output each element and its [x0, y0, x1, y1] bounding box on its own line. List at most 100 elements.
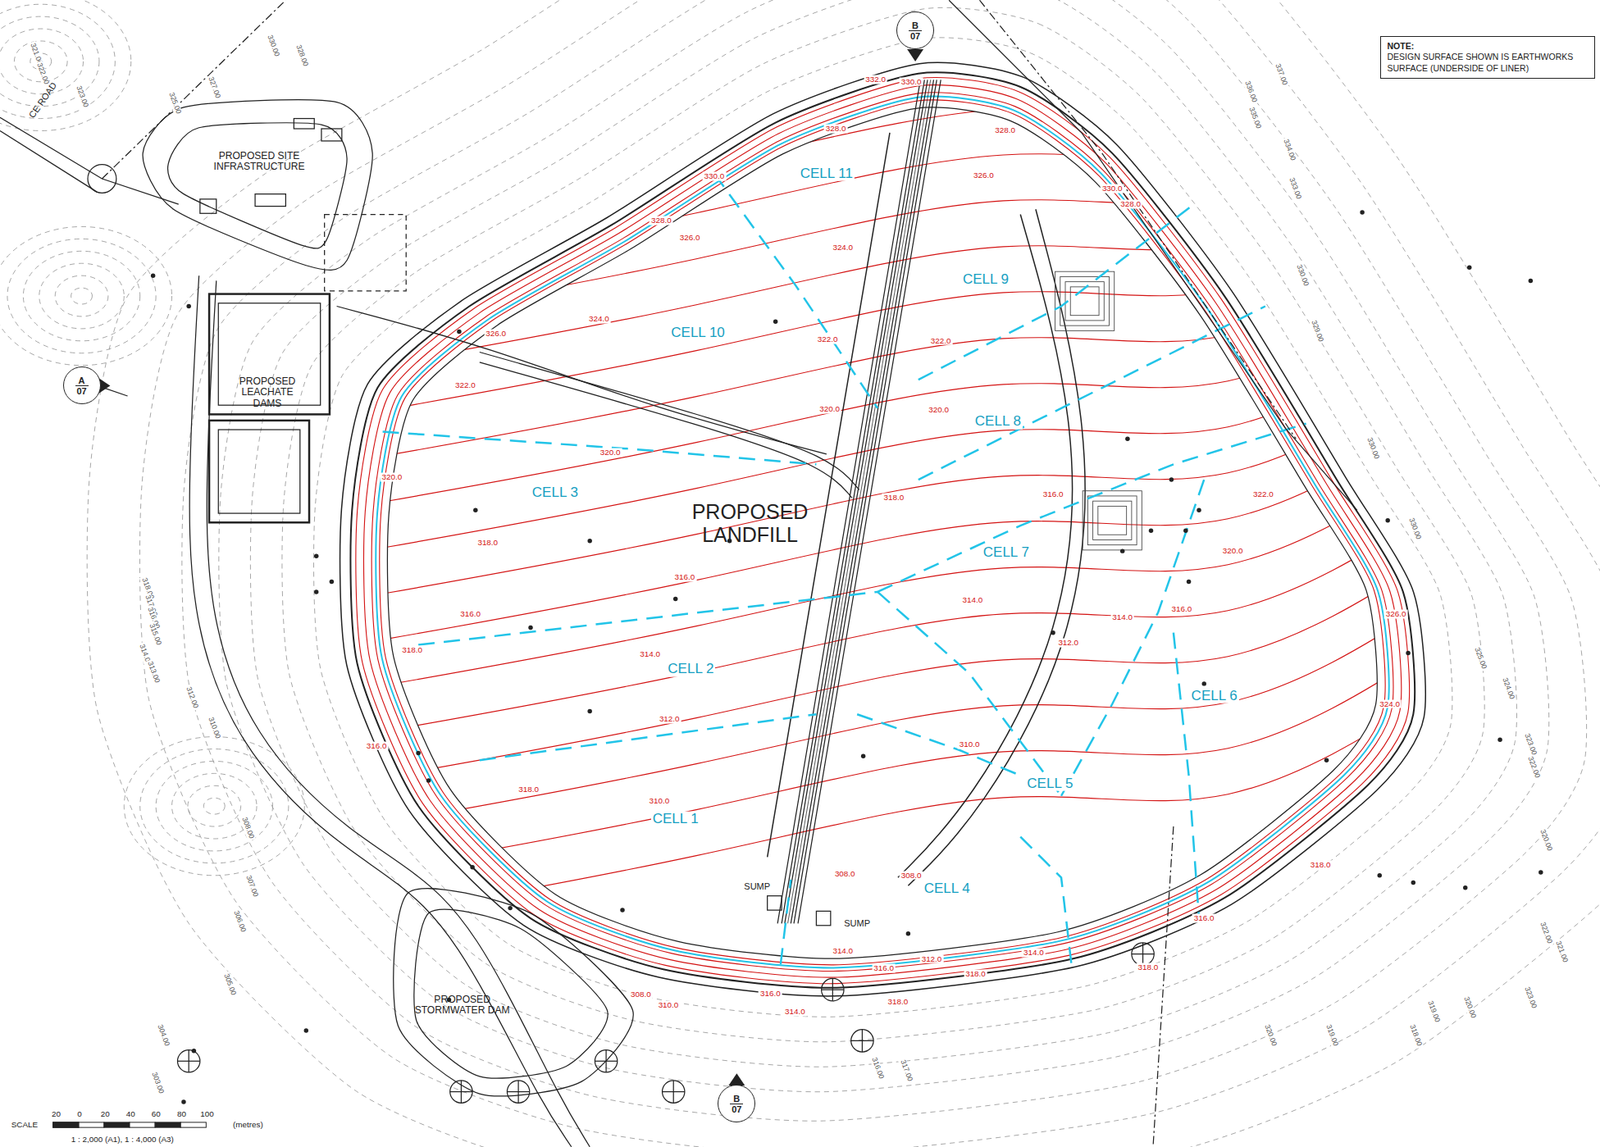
- cell-boundary: [382, 432, 817, 465]
- existing-contour: [313, 37, 1452, 1017]
- line-work: [188, 1050, 190, 1073]
- line-work: [479, 362, 853, 498]
- line-work: [1082, 491, 1142, 551]
- note-box: NOTE:DESIGN SURFACE SHOWN IS EARTHWORKS …: [1380, 36, 1596, 80]
- cell-boundary: [418, 592, 878, 646]
- existing-contour: [187, 785, 242, 827]
- design-contour-label: 324.0: [830, 243, 855, 253]
- line-work: [314, 589, 319, 594]
- design-contour-label: 318.0: [882, 493, 907, 503]
- cell-boundary: [1173, 633, 1199, 919]
- existing-contour-label: 306.00: [232, 907, 249, 935]
- line-work: [1093, 501, 1132, 540]
- line-work: [53, 1122, 79, 1128]
- line-work: [473, 508, 478, 513]
- cell-boundary: [1020, 837, 1072, 966]
- design-contours: [305, 0, 1450, 930]
- line-work: [1196, 508, 1201, 513]
- line-work: [340, 62, 1427, 997]
- existing-contour-label: 310.00: [205, 715, 223, 742]
- line-work: [1050, 630, 1055, 635]
- scale-text: 0: [77, 1109, 83, 1119]
- scale-text: (metres): [232, 1121, 264, 1131]
- line-work: [1463, 885, 1468, 890]
- existing-contour: [86, 0, 1600, 1147]
- scale-bar: [53, 1122, 207, 1128]
- existing-contour-label: 321.00: [1553, 939, 1570, 966]
- line-work: [379, 100, 1386, 966]
- existing-contour: [139, 0, 1600, 1147]
- existing-contour-label: 320.00: [1262, 1022, 1279, 1049]
- existing-contour: [22, 250, 140, 341]
- design-contour-label: 312.0: [657, 715, 682, 725]
- line-work: [788, 79, 931, 924]
- existing-contour: [0, 4, 115, 119]
- existing-contour-label: 319.00: [1323, 1022, 1341, 1049]
- note-text: NOTE:: [1386, 41, 1589, 53]
- cell-label: CELL 9: [961, 272, 1011, 288]
- line-work: [209, 294, 330, 415]
- existing-contour-label: 315.00: [146, 621, 164, 648]
- line-work: [728, 1073, 745, 1086]
- line-work: [97, 386, 128, 397]
- existing-contour-label: 324.00: [1499, 675, 1517, 702]
- design-contour-label: 330.0: [1100, 184, 1125, 194]
- existing-contour: [203, 797, 225, 815]
- line-work: [479, 351, 860, 490]
- existing-contour-label: 312.00: [183, 684, 201, 712]
- section-pointer: [97, 49, 924, 1086]
- design-contour-label: 320.0: [817, 404, 842, 414]
- design-contour-label: 324.0: [1377, 699, 1402, 709]
- existing-contour: [182, 0, 1587, 1122]
- line-work: [387, 107, 1377, 959]
- existing-contour-label: 308.00: [240, 815, 257, 842]
- existing-contour-label: 330.00: [1294, 262, 1311, 289]
- design-contour-label: 330.0: [899, 77, 924, 87]
- line-work: [180, 1122, 206, 1128]
- design-contour-label: 316.0: [458, 610, 483, 620]
- line-work: [793, 79, 937, 924]
- design-contour: [305, 41, 1450, 287]
- survey-points: [150, 209, 1544, 1104]
- site-label: PROPOSED SITE INFRASTRUCTURE: [182, 150, 337, 173]
- existing-contour-label: 320.00: [1461, 994, 1478, 1022]
- existing-contour: [140, 749, 289, 864]
- line-work: [189, 275, 572, 1147]
- note-text: DESIGN SURFACE SHOWN IS EARTHWORKS SURFA…: [1386, 51, 1589, 74]
- line-work: [426, 778, 431, 783]
- existing-contour-label: 335.00: [1247, 104, 1264, 132]
- cell-boundary: [877, 423, 1307, 593]
- existing-contour-label: 322.00: [1537, 920, 1555, 947]
- design-contour-label: 316.0: [1192, 913, 1217, 923]
- line-work: [0, 130, 97, 192]
- line-work: [979, 0, 1296, 439]
- line-work: [321, 128, 342, 142]
- cell-label: CELL 1: [651, 811, 701, 828]
- design-contour-label: 308.0: [899, 870, 924, 880]
- existing-contour-label: 318.00: [1407, 1022, 1424, 1049]
- line-work: [393, 888, 634, 1097]
- design-contour-label: 310.0: [647, 796, 671, 806]
- design-contour-label: 318.0: [963, 970, 988, 980]
- line-work: [1183, 528, 1188, 534]
- line-work: [154, 1122, 181, 1128]
- design-contour: [305, 86, 1450, 333]
- design-contour-label: 324.0: [587, 314, 611, 324]
- line-work: [907, 49, 924, 62]
- line-work: [1377, 873, 1382, 878]
- design-contour-label: 330.0: [702, 172, 727, 182]
- scale-text: 80: [177, 1109, 187, 1119]
- cell-boundary: [714, 173, 878, 409]
- cell-boundary: [918, 204, 1195, 380]
- cell-label: CELL 3: [530, 485, 580, 502]
- line-work: [507, 906, 512, 911]
- design-contour-label: 310.0: [957, 740, 982, 750]
- line-work: [1467, 264, 1472, 269]
- line-work: [324, 214, 407, 292]
- existing-contour-label: 307.00: [243, 873, 260, 900]
- line-work: [181, 1099, 186, 1104]
- design-contour-label: 316.0: [1041, 490, 1066, 500]
- existing-contour: [282, 7, 1485, 1042]
- site-infrastructure: [0, 0, 1358, 1147]
- design-contour-label: 326.0: [483, 328, 508, 338]
